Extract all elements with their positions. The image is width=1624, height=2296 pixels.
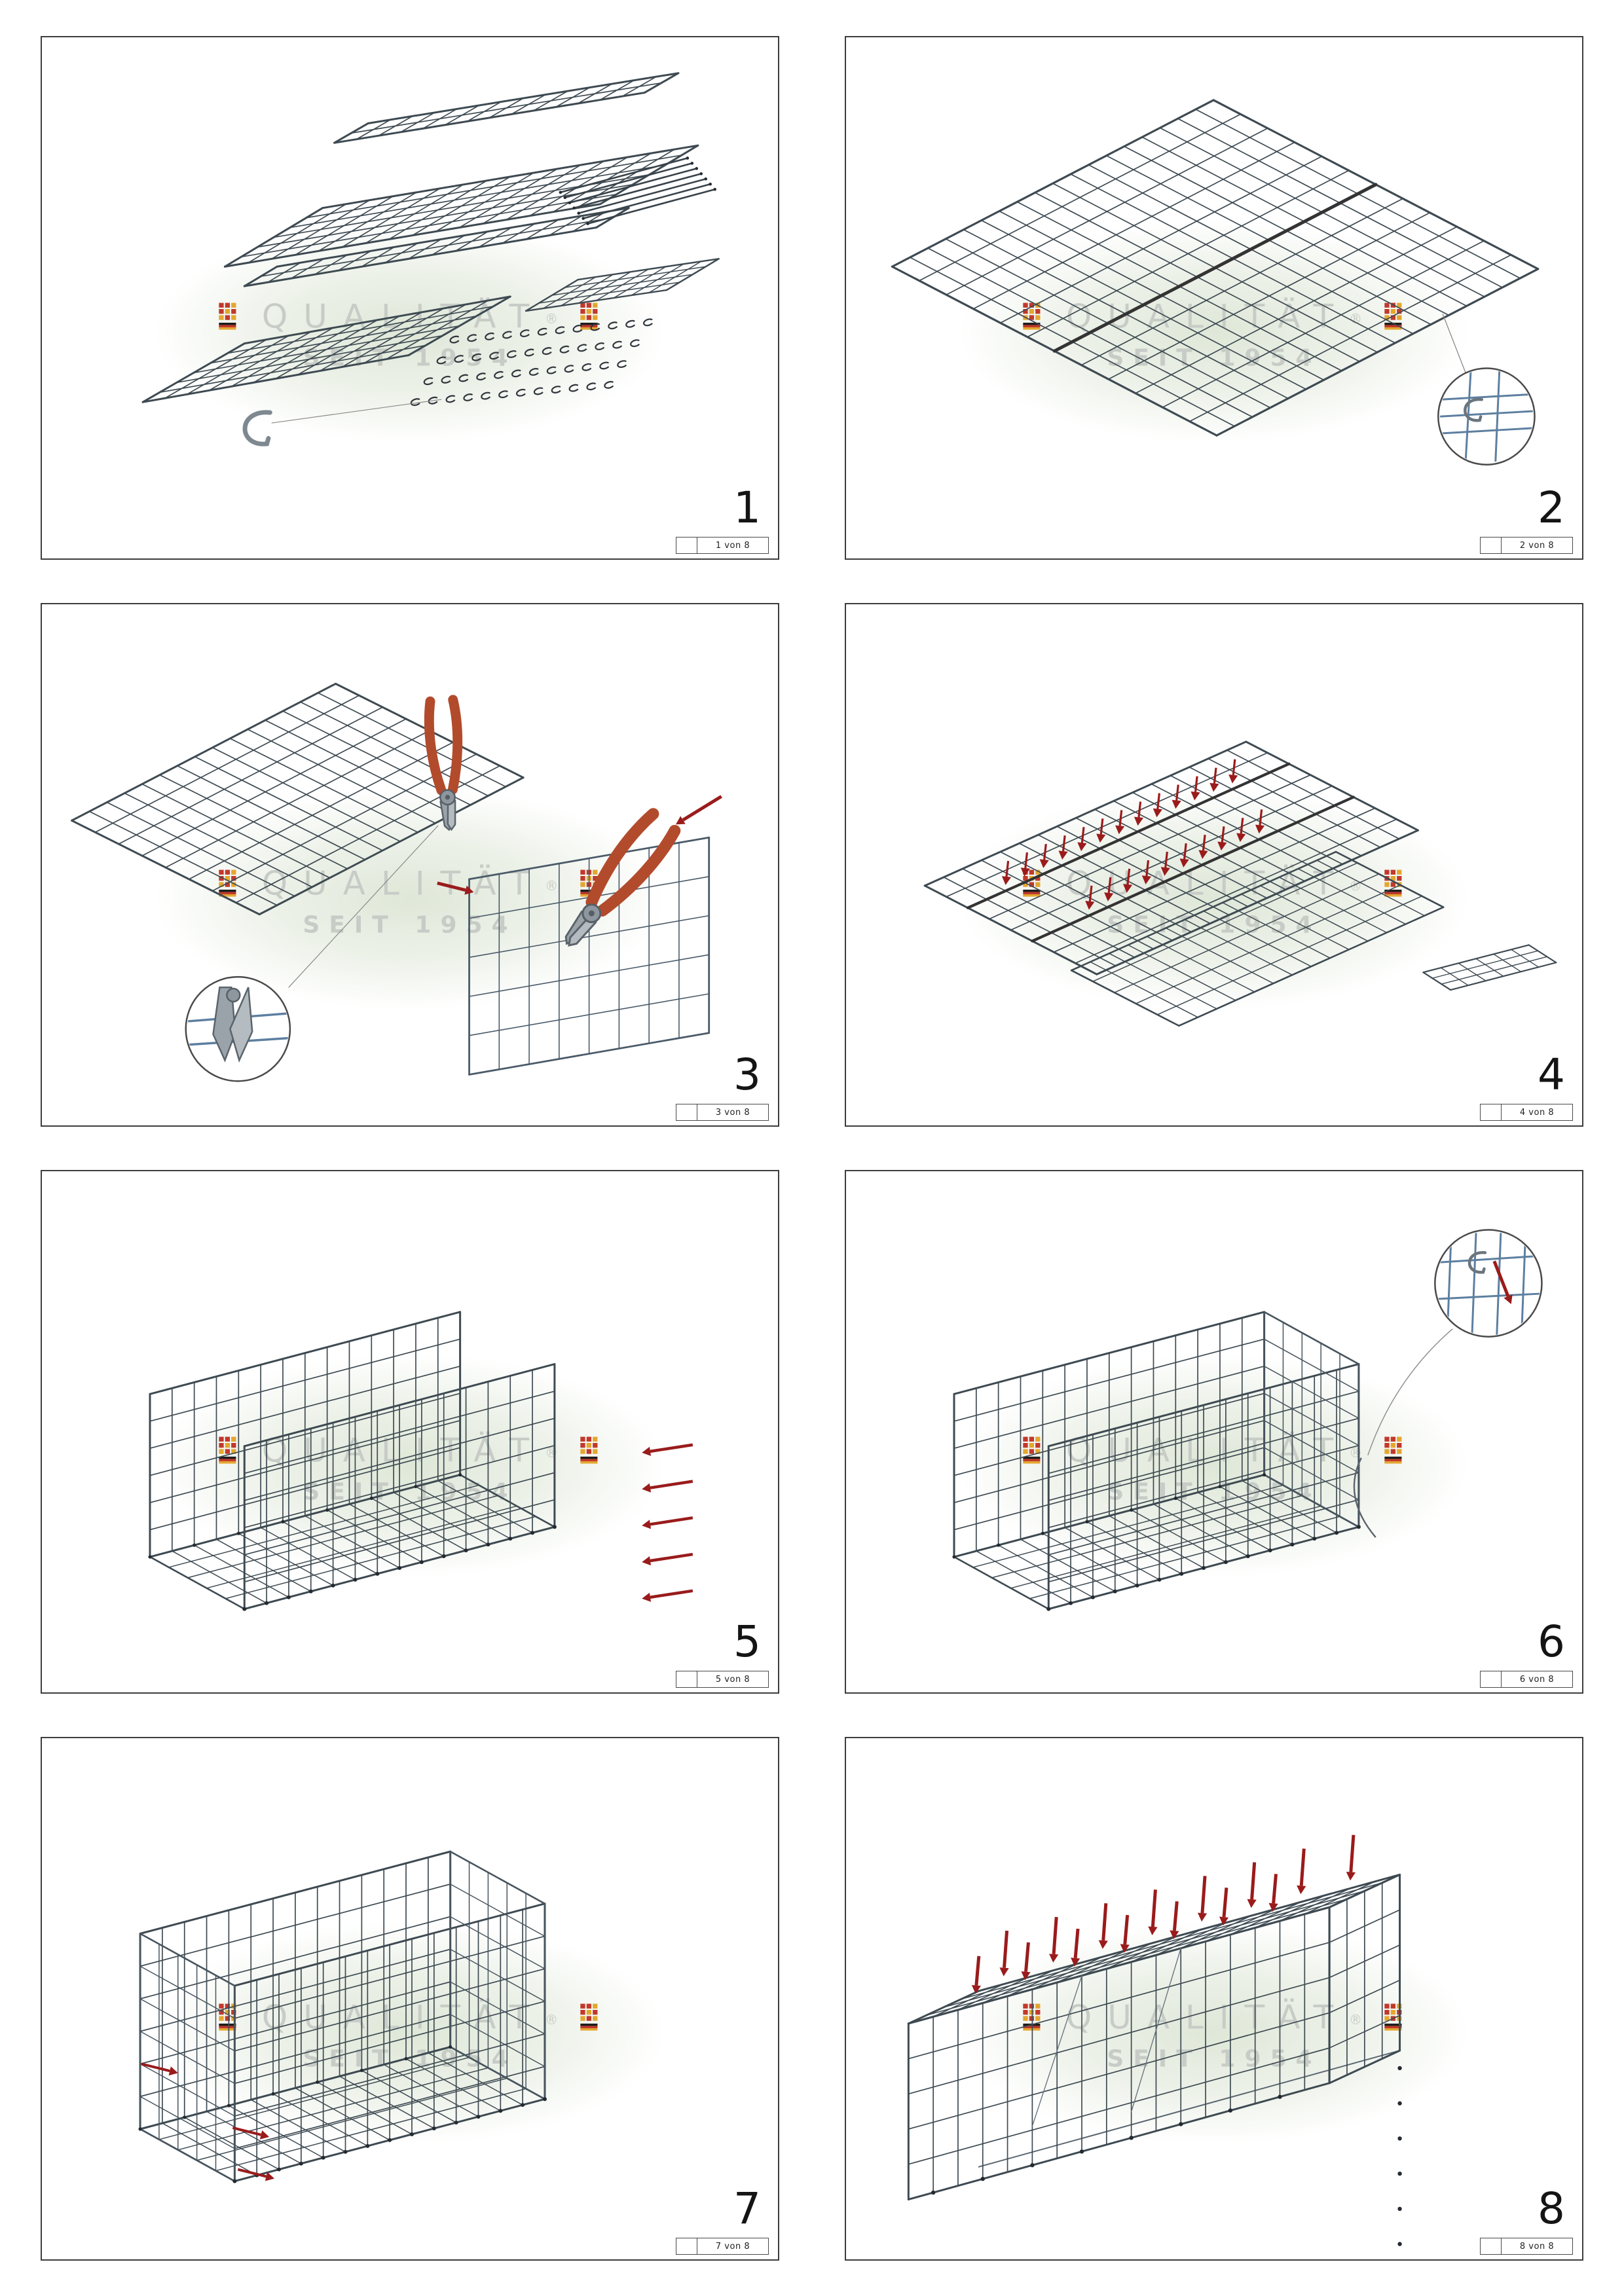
sheet-titleblock: 8 von 8 — [1480, 2238, 1573, 2255]
sheet-titleblock: 1 von 8 — [676, 537, 769, 554]
titleblock-divider — [1481, 538, 1502, 553]
step-panel-7: QUALITÄT® SEIT 1954 7 7 von 8 — [41, 1737, 779, 2261]
step-6-illustration-lacing-detail — [952, 1229, 1543, 1611]
step-number: 3 — [733, 1049, 761, 1100]
sheet-page-label: 6 von 8 — [1519, 1674, 1555, 1685]
step-4-illustration-clip-positions — [923, 740, 1557, 1027]
sheet-titleblock: 5 von 8 — [676, 1671, 769, 1688]
instruction-sheet: QUALITÄT® SEIT 1954 1 1 von 8 QUALITÄT® … — [41, 36, 1583, 2261]
titleblock-divider — [676, 1671, 697, 1687]
titleblock-divider — [1481, 1671, 1502, 1687]
step-number: 8 — [1538, 2183, 1565, 2234]
step-number: 5 — [733, 1616, 761, 1667]
step-number: 2 — [1538, 483, 1565, 533]
step-panel-6: QUALITÄT® SEIT 1954 6 6 von 8 — [845, 1170, 1583, 1694]
sheet-page-label: 4 von 8 — [1519, 1107, 1555, 1118]
step-panel-4: QUALITÄT® SEIT 1954 4 4 von 8 — [845, 603, 1583, 1127]
step-panel-5: QUALITÄT® SEIT 1954 5 5 von 8 — [41, 1170, 779, 1694]
sheet-page-label: 5 von 8 — [715, 1674, 750, 1685]
titleblock-divider — [676, 1104, 697, 1120]
sheet-titleblock: 3 von 8 — [676, 1104, 769, 1121]
titleblock-divider — [1481, 1104, 1502, 1120]
sheet-page-label: 7 von 8 — [715, 2241, 750, 2251]
step-number: 7 — [733, 2183, 761, 2234]
step-5-illustration-walls-upright — [148, 1311, 693, 1611]
step-7-illustration-end-panels — [138, 1850, 547, 2183]
titleblock-divider — [676, 538, 697, 553]
step-panel-1: QUALITÄT® SEIT 1954 1 1 von 8 — [41, 36, 779, 560]
step-number: 6 — [1538, 1616, 1565, 1667]
titleblock-divider — [1481, 2238, 1502, 2254]
sheet-titleblock: 4 von 8 — [1480, 1104, 1573, 1121]
step-panel-2: QUALITÄT® SEIT 1954 2 2 von 8 — [845, 36, 1583, 560]
sheet-page-label: 2 von 8 — [1519, 540, 1555, 551]
sheet-page-label: 8 von 8 — [1519, 2241, 1555, 2251]
sheet-page-label: 1 von 8 — [715, 540, 750, 551]
sheet-titleblock: 7 von 8 — [676, 2238, 769, 2255]
sheet-titleblock: 2 von 8 — [1480, 537, 1573, 554]
step-panel-3: QUALITÄT® SEIT 1954 3 3 von 8 — [41, 603, 779, 1127]
titleblock-divider — [676, 2238, 697, 2254]
sheet-page-label: 3 von 8 — [715, 1107, 750, 1118]
step-number: 1 — [733, 483, 761, 533]
step-2-illustration-joined-mesh — [891, 99, 1540, 465]
step-panel-8: QUALITÄT® SEIT 1954 8 8 von 8 — [845, 1737, 1583, 2261]
step-3-illustration-pliers-cutting — [71, 682, 722, 1082]
step-number: 4 — [1538, 1049, 1565, 1100]
sheet-titleblock: 6 von 8 — [1480, 1671, 1573, 1688]
step-8-illustration-closed-basket — [907, 1834, 1402, 2246]
step-1-illustration-mesh-parts — [141, 72, 720, 446]
